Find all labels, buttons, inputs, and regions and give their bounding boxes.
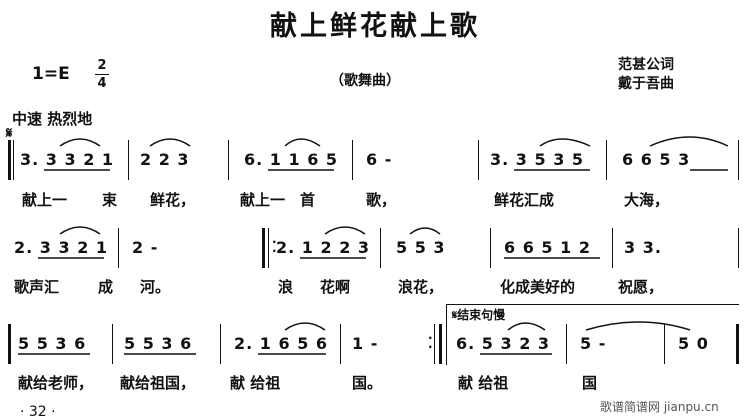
segno-icon: 𝄋: [6, 124, 13, 142]
lyric: 浪: [278, 278, 294, 296]
barline: [128, 140, 129, 180]
slur-mark: [59, 138, 101, 147]
barline: [118, 228, 119, 268]
slur-mark: [284, 138, 321, 147]
measure-notes: 3. 3 5 3 5: [490, 150, 585, 169]
final-barline: [736, 324, 739, 364]
repeat-end-barline: [439, 324, 442, 364]
lyric: 献给祖国，: [120, 374, 196, 392]
lyric: 献上一: [240, 191, 286, 209]
measure-notes: 5 0: [678, 334, 709, 353]
barline: [612, 228, 613, 268]
lyric: 祝愿，: [618, 278, 664, 296]
lyric: 歌，: [366, 191, 397, 209]
measure-notes: 2 2 3: [140, 150, 190, 169]
measure-notes: 2. 1 2 2 3: [276, 238, 371, 257]
start-barline-thin: [13, 140, 14, 180]
genre-label: （歌舞曲）: [330, 73, 400, 89]
repeat-end-barline-thin: [434, 324, 435, 364]
composer-credit: 戴于吾曲: [618, 76, 674, 92]
measure-notes: 5 5 3 6: [124, 334, 193, 353]
lyric: 献上一: [22, 191, 68, 209]
page-number: · 32 ·: [20, 404, 56, 420]
slur-mark: [409, 227, 441, 235]
measure-notes: 2. 1 6 5 6: [234, 334, 329, 353]
watermark: 歌谱简谱网 jianpu.cn: [600, 400, 719, 414]
measure-notes: 6 6 5 1 2: [504, 238, 591, 257]
barline: [112, 324, 113, 364]
measure-notes: 6 -: [366, 150, 393, 169]
measure-notes: 6. 5 3 2 3: [456, 334, 551, 353]
time-signature: 2 4: [95, 58, 109, 91]
barline: [664, 324, 665, 364]
lyric: 束: [102, 191, 118, 209]
measure-notes: 2. 3 3 2 1: [14, 238, 109, 257]
slur-mark: [324, 226, 366, 235]
lyric: 花啊: [320, 278, 351, 296]
credits: 范甚公词 戴于吾曲: [618, 56, 674, 94]
lyric: 献 给祖: [230, 374, 281, 392]
lyric: 国: [582, 374, 598, 392]
slur-mark: [649, 136, 729, 147]
coda-ending-label: 𝄋结束句慢: [452, 308, 506, 322]
lyricist-credit: 范甚公词: [618, 57, 674, 73]
song-title: 献上鲜花献上歌: [270, 11, 480, 42]
measure-notes: 6. 1 1 6 5: [244, 150, 339, 169]
slur-mark: [284, 322, 326, 331]
start-barline: [8, 140, 11, 180]
measure-notes: 2 -: [132, 238, 159, 257]
measure-notes: 1 -: [352, 334, 379, 353]
barline: [566, 324, 567, 364]
meter-top: 2: [97, 58, 107, 73]
lyric: 献 给祖: [458, 374, 509, 392]
barline: [738, 140, 739, 180]
lyric: 鲜花，: [150, 191, 196, 209]
coda-ending-bracket: [446, 304, 739, 365]
barline: [490, 228, 491, 268]
lyric: 化成美好的: [500, 278, 576, 296]
barline: [380, 228, 381, 268]
slur-mark: [507, 322, 546, 331]
lyric: 河。: [140, 278, 171, 296]
lyric: 鲜花汇成: [494, 191, 555, 209]
slur-mark: [585, 321, 691, 331]
measure-notes: 5 5 3 6: [18, 334, 87, 353]
barline: [606, 140, 607, 180]
measure-notes: 5 -: [580, 334, 607, 353]
barline: [220, 324, 221, 364]
slur-mark: [59, 226, 101, 235]
slur-mark: [539, 138, 591, 147]
barline: [352, 140, 353, 180]
barline: [8, 324, 11, 364]
lyric: 大海，: [624, 191, 670, 209]
measure-notes: 3 3.: [624, 238, 662, 257]
lyric: 首: [300, 191, 316, 209]
lyric: 献给老师，: [18, 374, 94, 392]
measure-notes: 3. 3 3 2 1: [20, 150, 115, 169]
lyric: 歌声汇: [14, 278, 60, 296]
repeat-dots: ··: [272, 235, 277, 258]
lyric: 成: [98, 278, 114, 296]
tempo-marking: 中速 热烈地: [12, 110, 93, 128]
meter-divider: [95, 74, 109, 75]
slur-mark: [149, 138, 191, 147]
key-signature: 1=E: [32, 64, 70, 84]
measure-notes: 5 5 3: [396, 238, 446, 257]
repeat-dots: ··: [428, 331, 433, 354]
barline: [738, 228, 739, 268]
lyric: 国。: [352, 374, 383, 392]
barline: [478, 140, 479, 180]
repeat-start-barline-thin: [268, 228, 269, 268]
barline: [228, 140, 229, 180]
repeat-start-barline: [262, 228, 265, 268]
lyric: 浪花，: [398, 278, 444, 296]
measure-notes: 6 6 5 3: [622, 150, 691, 169]
meter-bottom: 4: [97, 76, 107, 91]
barline: [340, 324, 341, 364]
